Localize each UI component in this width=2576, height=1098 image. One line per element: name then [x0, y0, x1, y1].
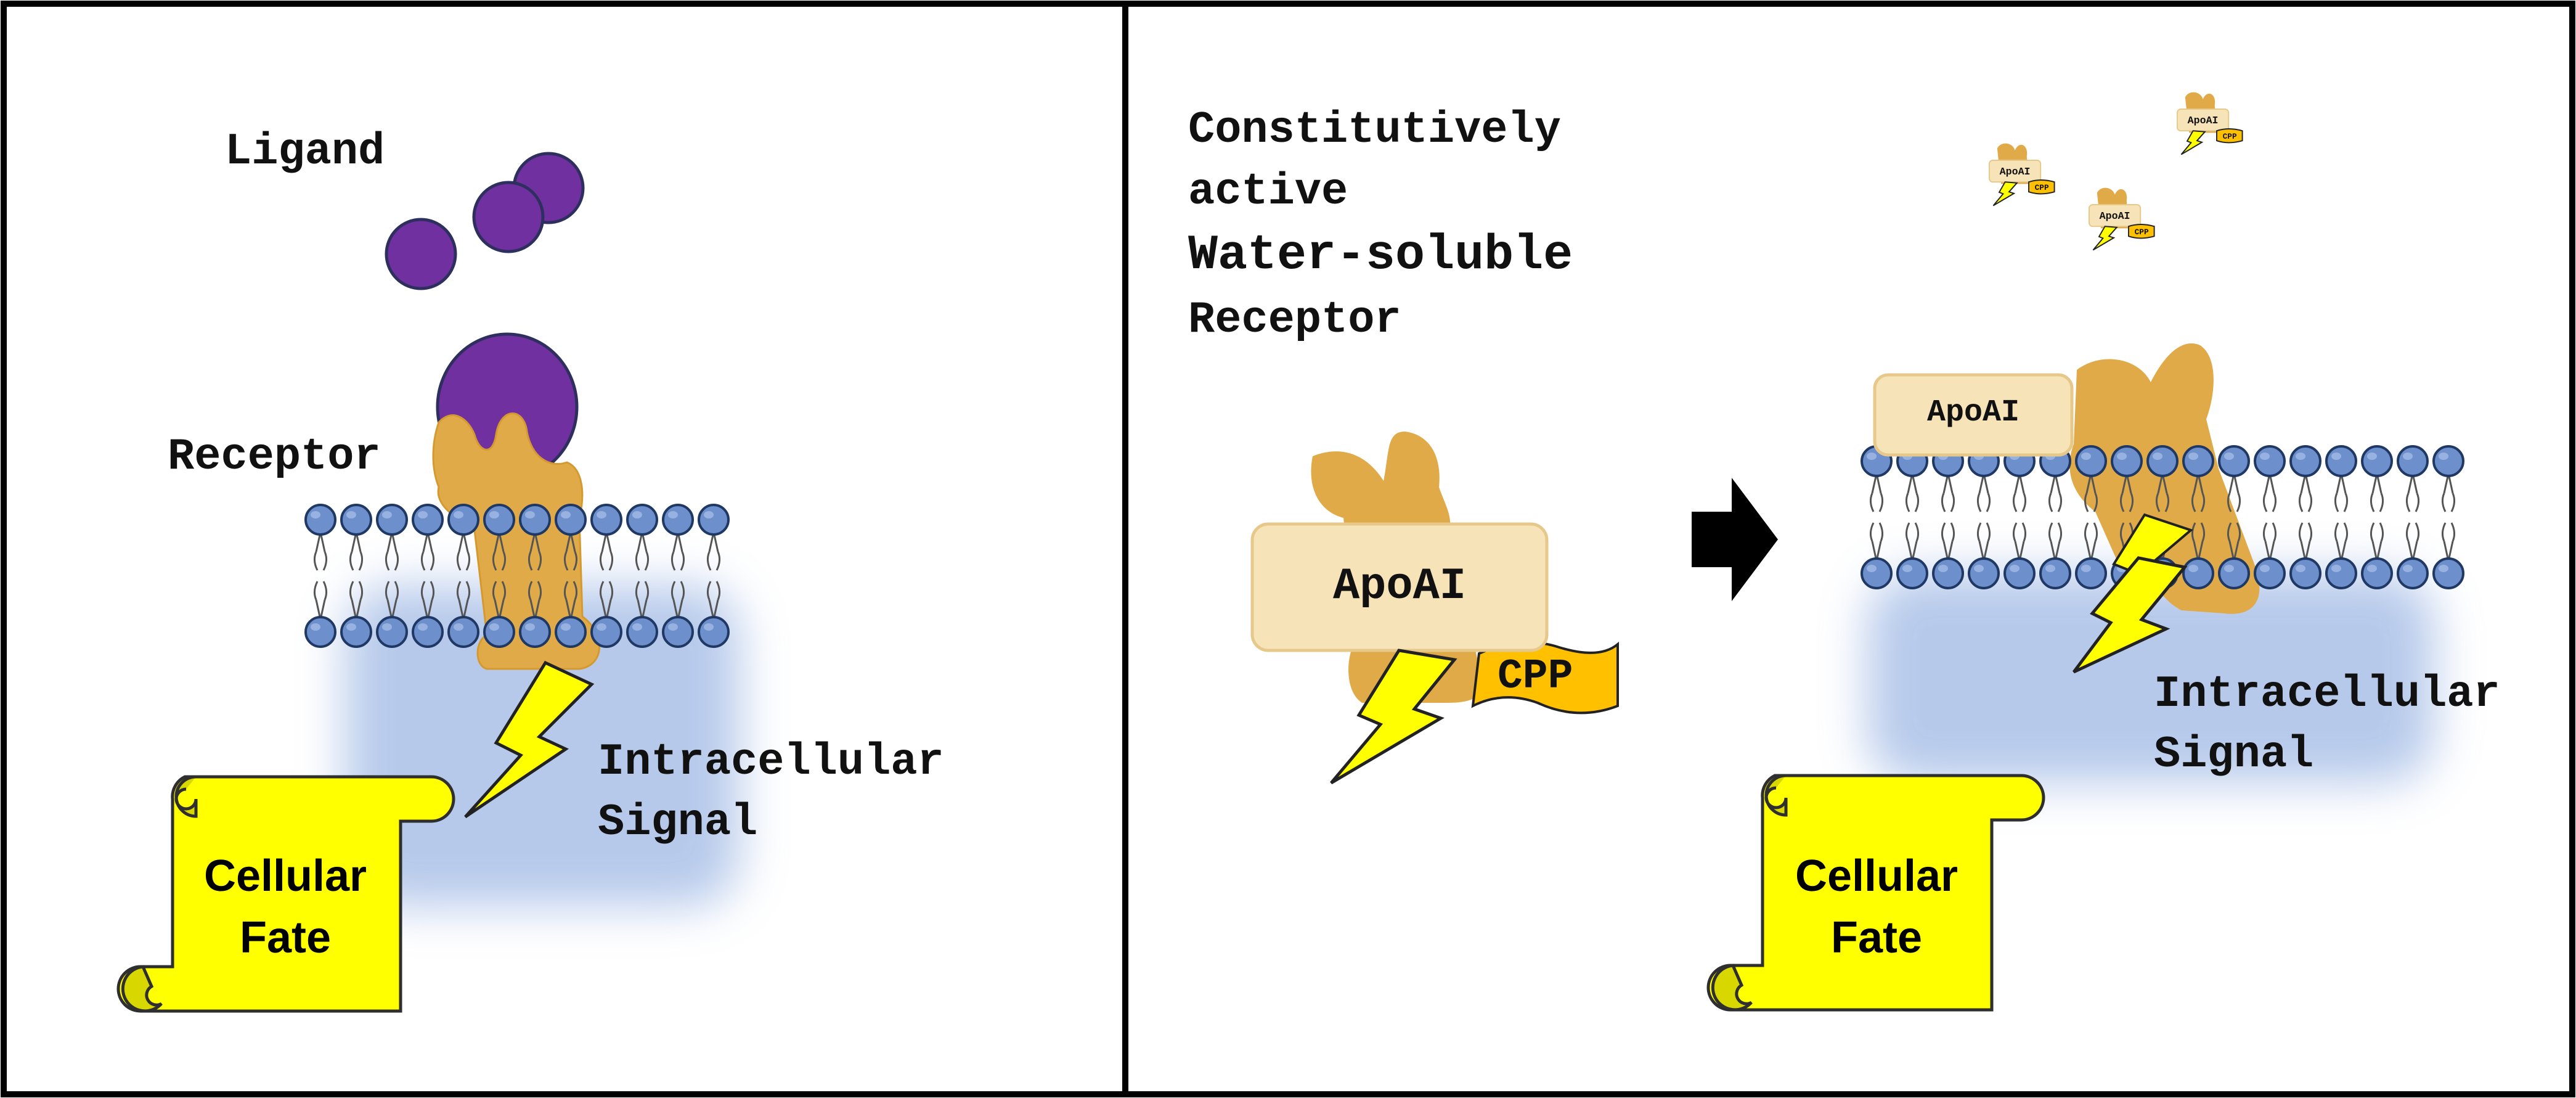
right-signal-glow [1867, 573, 2434, 783]
lipid-head [376, 504, 408, 572]
small-cpp-label: CPP [2035, 183, 2049, 192]
right-panel: Constitutively active Water-soluble Rece… [1188, 92, 2500, 1012]
lightning-bolt-icon [464, 660, 595, 819]
lipid-head [590, 504, 622, 572]
lipid-head [2432, 522, 2464, 589]
left-signal-label-line2: Signal [598, 797, 757, 848]
small-apoai-label: ApoAI [2000, 166, 2031, 178]
small-cpp-label: CPP [2223, 132, 2237, 141]
lipid-head [1861, 522, 1893, 589]
apoai-label: ApoAI [1333, 561, 1466, 612]
membrane-apoai-label: ApoAI [1927, 395, 2020, 430]
small-construct: ApoAI CPP [2177, 92, 2243, 155]
receptor-label: Receptor [168, 432, 381, 482]
right-panel-frame [1122, 1, 2575, 1097]
small-construct: ApoAI CPP [2089, 187, 2155, 251]
ligand-molecule [472, 181, 545, 253]
lightning-bolt-icon [2073, 556, 2188, 674]
right-fate-line2: Fate [1831, 913, 1922, 962]
transition-arrow-icon [1692, 478, 1778, 601]
right-title-line3: Water-soluble [1188, 227, 1573, 284]
lipid-head [698, 504, 730, 572]
lipid-head [2325, 522, 2357, 589]
right-cellular-fate-scroll: Cellular Fate [1706, 774, 2045, 1012]
left-fate-line1: Cellular [204, 851, 367, 901]
lipid-head [2289, 522, 2321, 589]
small-cpp-label: CPP [2135, 227, 2149, 237]
ligand-label: Ligand [225, 126, 385, 177]
soluble-receptor-construct: CPP ApoAI [1250, 432, 1619, 785]
right-signal-label-line1: Intracellular [2154, 669, 2500, 719]
lipid-head [2003, 522, 2036, 589]
right-title-line1: Constitutively [1188, 105, 1561, 155]
lipid-head [2254, 445, 2286, 513]
small-apoai-label: ApoAI [2188, 115, 2219, 126]
lipid-head [304, 504, 336, 572]
ligand-molecule [385, 218, 457, 290]
lipid-head [1968, 522, 2000, 589]
lipid-head [2325, 445, 2357, 513]
lipid-head [2397, 445, 2429, 513]
right-fate-line1: Cellular [1795, 851, 1958, 901]
membrane-apoai-box [1873, 373, 2074, 457]
small-construct: ApoAI CPP [1989, 143, 2055, 207]
lipid-head [447, 504, 479, 572]
small-apoai-label: ApoAI [2100, 210, 2130, 222]
lipid-head [304, 580, 336, 648]
right-title-line2: active [1188, 166, 1348, 217]
lipid-head [2361, 445, 2393, 513]
lipid-head [2361, 522, 2393, 589]
lipid-head [2397, 522, 2429, 589]
left-signal-label-line1: Intracellular [598, 737, 944, 787]
cellular-fate-scroll: Cellular Fate [116, 775, 455, 1013]
lightning-bolt-icon [1330, 649, 1457, 785]
lipid-head [412, 504, 444, 572]
lipid-head [1932, 522, 1964, 589]
left-panel: Ligand Receptor Intracellular Signal Cel… [116, 126, 944, 1013]
lipid-head [2289, 445, 2321, 513]
lipid-head [2254, 522, 2286, 589]
internalized-receptor [2069, 343, 2260, 614]
lipid-head [2039, 522, 2071, 589]
right-title-line4: Receptor [1188, 295, 1401, 345]
lipid-head [2432, 445, 2464, 513]
lipid-head [2075, 522, 2107, 589]
lipid-head [340, 504, 372, 572]
left-fate-line2: Fate [240, 913, 331, 962]
cpp-label: CPP [1498, 653, 1573, 700]
right-signal-label-line2: Signal [2154, 729, 2313, 780]
lipid-head [626, 504, 658, 572]
lipid-head [1896, 522, 1928, 589]
lipid-head [662, 504, 694, 572]
